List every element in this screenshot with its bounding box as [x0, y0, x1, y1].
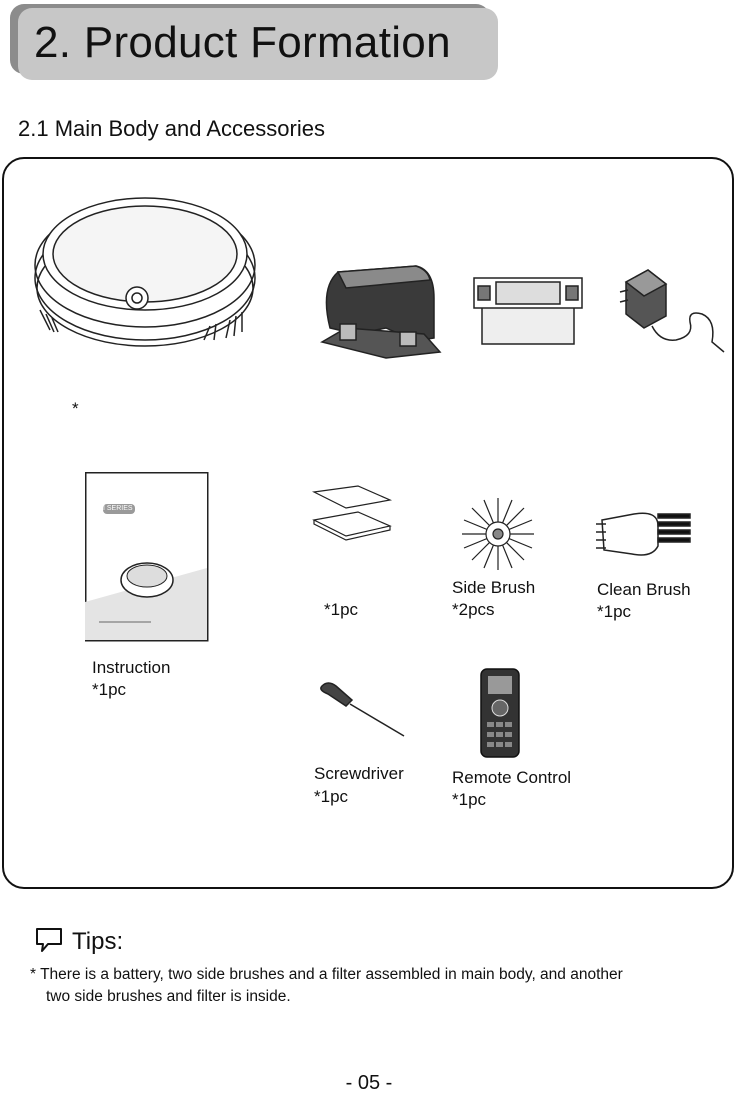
instruction-qty: *1pc	[92, 679, 126, 700]
charging-dock-illustration	[316, 258, 446, 368]
side-brush-name: Side Brush	[452, 577, 535, 598]
note-line-1: There is a battery, two side brushes and…	[40, 966, 623, 983]
clean-brush-name: Clean Brush	[597, 579, 691, 600]
instruction-name: Instruction	[92, 657, 170, 678]
remote-name: Remote Control	[452, 767, 571, 788]
note-star: *	[30, 966, 36, 983]
instruction-manual-illustration	[85, 472, 209, 642]
screwdriver-illustration	[318, 680, 408, 740]
tips-note: * There is a battery, two side brushes a…	[30, 964, 730, 1008]
power-adapter-illustration	[616, 262, 728, 362]
side-brush-illustration	[460, 496, 536, 572]
filter-qty: *1pc	[324, 599, 358, 620]
tips-title: Tips:	[72, 928, 123, 956]
screwdriver-name: Screwdriver	[314, 763, 404, 784]
manual-cover-text: I SERIES	[103, 505, 133, 512]
remote-qty: *1pc	[452, 789, 486, 810]
clean-brush-qty: *1pc	[597, 601, 631, 622]
section-title: 2.1 Main Body and Accessories	[18, 116, 325, 142]
robot-vacuum-illustration	[30, 180, 260, 350]
clean-brush-illustration	[594, 506, 692, 562]
speech-bubble-icon	[34, 926, 64, 954]
filter-sheets-illustration	[306, 484, 398, 544]
screwdriver-qty: *1pc	[314, 786, 348, 807]
page-title: 2. Product Formation	[34, 18, 451, 68]
filter-box-illustration	[468, 272, 588, 352]
remote-control-illustration	[480, 668, 520, 758]
main-body-qty: *	[72, 398, 79, 419]
side-brush-qty: *2pcs	[452, 599, 495, 620]
page-number: - 05 -	[0, 1072, 738, 1095]
note-line-2: two side brushes and filter is inside.	[30, 986, 730, 1008]
